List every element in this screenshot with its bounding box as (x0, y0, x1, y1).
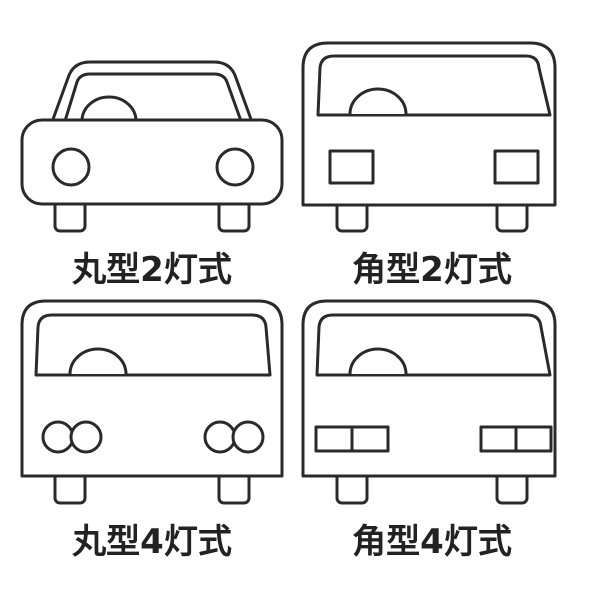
steering-wheel (348, 347, 408, 375)
headlight-round-left-outer (41, 420, 75, 454)
headlight-round-left (51, 147, 91, 187)
car-square-2-lamp (301, 41, 557, 233)
steering-wheel (80, 95, 138, 122)
label-round-4: 丸型4灯式 (71, 522, 232, 562)
steering-wheel (68, 347, 128, 375)
car-round-2-lamp (20, 60, 284, 233)
headlight-square-right-inner (479, 425, 518, 453)
headlight-round-left-inner (69, 420, 103, 454)
car-round-4-lamp (20, 299, 284, 505)
headlight-round-right-outer (231, 420, 265, 454)
steering-wheel (348, 87, 408, 115)
headlight-square-left-outer (314, 425, 354, 453)
headlight-square-left (328, 149, 375, 185)
headlight-square-right-outer (514, 425, 553, 453)
car-square-4-lamp (301, 299, 557, 505)
headlight-round-right-inner (203, 420, 237, 454)
headlight-round-right (215, 147, 255, 187)
label-square-4: 角型4灯式 (352, 522, 512, 562)
label-round-2: 丸型2灯式 (71, 250, 232, 290)
body (20, 118, 284, 206)
label-square-2: 角型2灯式 (352, 250, 512, 290)
headlight-square-right (493, 149, 540, 185)
headlight-square-left-inner (350, 425, 390, 453)
